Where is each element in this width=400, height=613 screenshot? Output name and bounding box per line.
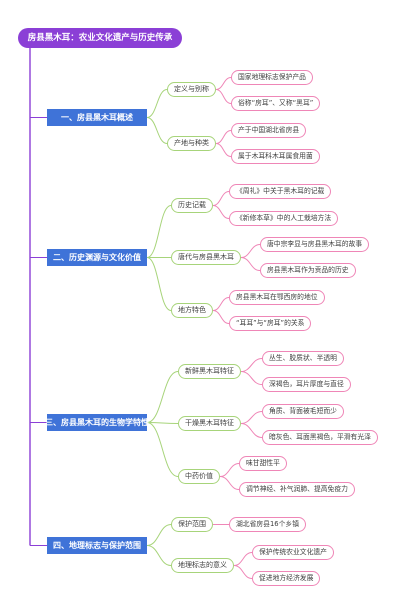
topic-leaf-connector	[219, 476, 240, 490]
leaf-node[interactable]: 《新修本草》中的人工栽培方法	[229, 211, 339, 226]
section-topic-connector	[146, 257, 172, 311]
section-topic-connector	[146, 205, 172, 258]
leaf-node[interactable]: 味甘甜性平	[239, 456, 287, 471]
section-topic-connector	[146, 422, 179, 424]
topic-node-local[interactable]: 地方特色	[171, 303, 213, 318]
leaf-node[interactable]: 促进地方经济发展	[252, 571, 321, 586]
topic-leaf-connector	[233, 552, 253, 566]
mindmap-root-node[interactable]: 房县黑木耳：农业文化遗产与历史传承	[18, 28, 182, 48]
section-node-geography[interactable]: 四、地理标志与保护范围	[47, 537, 147, 554]
topic-leaf-connector	[212, 191, 230, 206]
topic-node-definition[interactable]: 定义与别称	[167, 82, 216, 97]
topic-leaf-connector	[233, 565, 253, 579]
section-node-biology[interactable]: 三、房县黑木耳的生物学特性	[45, 414, 149, 431]
leaf-node[interactable]: 深褐色，耳片厚度与直径	[262, 377, 351, 392]
leaf-node[interactable]: 国家地理标志保护产品	[231, 70, 313, 85]
connector-lines	[29, 48, 263, 579]
section-topic-connector	[146, 422, 179, 477]
topic-node-tang[interactable]: 唐代与房县黑木耳	[171, 250, 241, 265]
leaf-node[interactable]: 暗灰色、耳面黑褐色，平滑有光泽	[262, 430, 378, 445]
topic-leaf-connector	[212, 205, 230, 219]
topic-node-medicinal[interactable]: 中药价值	[178, 469, 220, 484]
section-topic-connector	[146, 117, 168, 144]
topic-leaf-connector	[240, 257, 261, 271]
leaf-node[interactable]: 调节神经、补气润肺、提高免疫力	[239, 482, 355, 497]
leaf-node[interactable]: 房县黑木耳作为贡品的历史	[260, 263, 356, 278]
topic-leaf-connector	[215, 77, 232, 90]
topic-leaf-connector	[212, 297, 230, 311]
section-topic-connector	[146, 371, 179, 423]
leaf-node[interactable]: 属于木耳科木耳属食用菌	[231, 149, 320, 164]
topic-leaf-connector	[240, 244, 261, 258]
leaf-node[interactable]: 俗称“房耳”、又称“黑耳”	[231, 96, 321, 111]
leaf-node[interactable]: 产于中国湖北省房县	[231, 123, 307, 138]
leaf-node[interactable]: “耳耳”与“房耳”的关系	[229, 316, 312, 331]
topic-node-origin[interactable]: 产地与种类	[167, 136, 216, 151]
topic-leaf-connector	[240, 358, 263, 372]
topic-leaf-connector	[215, 89, 232, 104]
topic-leaf-connector	[215, 130, 232, 144]
topic-node-scope[interactable]: 保护范围	[171, 517, 213, 532]
leaf-node[interactable]: 角质、背面被毛短而少	[262, 404, 344, 419]
section-topic-connector	[146, 545, 172, 566]
leaf-node[interactable]: 保护传统农业文化遗产	[252, 545, 334, 560]
section-node-overview[interactable]: 一、房县黑木耳概述	[47, 109, 147, 126]
topic-leaf-connector	[215, 143, 232, 157]
topic-leaf-connector	[219, 463, 240, 477]
topic-node-fresh[interactable]: 新鲜黑木耳特征	[178, 364, 241, 379]
topic-leaf-connector	[212, 310, 230, 324]
leaf-node[interactable]: 唐中宗李显与房县黑木耳的故事	[260, 237, 370, 252]
topic-leaf-connector	[240, 411, 263, 424]
leaf-node[interactable]: 湖北省房县16个乡镇	[229, 517, 307, 532]
section-topic-connector	[146, 89, 168, 118]
leaf-node[interactable]: 《周礼》中关于黑木耳的记载	[229, 184, 332, 199]
topic-leaf-connector	[240, 423, 263, 438]
leaf-node[interactable]: 房县黑木耳在鄂西房的地位	[229, 290, 325, 305]
section-node-history[interactable]: 二、历史渊源与文化价值	[47, 249, 147, 266]
topic-node-dried[interactable]: 干燥黑木耳特征	[178, 416, 241, 431]
leaf-node[interactable]: 丛生、胶质状、半透明	[262, 351, 344, 366]
topic-node-records[interactable]: 历史记载	[171, 198, 213, 213]
topic-node-meaning[interactable]: 地理标志的意义	[171, 558, 234, 573]
section-topic-connector	[146, 524, 172, 546]
topic-leaf-connector	[240, 371, 263, 385]
